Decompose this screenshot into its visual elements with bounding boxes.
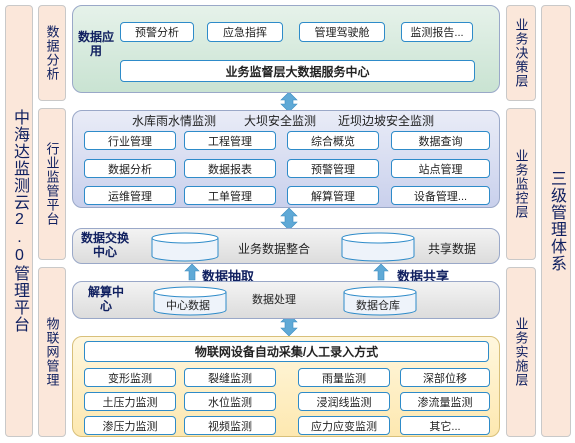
compute-center-title: 解算中心 — [87, 285, 124, 313]
platform-title: 中海达监测云2.0管理平台 — [5, 5, 33, 437]
left-label-data-analysis: 数据分析 — [38, 5, 66, 101]
database-cylinder-icon — [341, 232, 415, 262]
chip-earth-pressure[interactable]: 土压力监测 — [84, 392, 176, 411]
chip-engineering-mgmt[interactable]: 工程管理 — [184, 131, 276, 150]
database-cylinder-icon — [151, 232, 219, 262]
center-data: 中心数据 — [166, 300, 210, 312]
double-arrow-icon — [280, 91, 298, 113]
chip-seepage-flow[interactable]: 渗流量监测 — [400, 392, 490, 411]
chip-ops-mgmt[interactable]: 运维管理 — [84, 186, 176, 205]
data-extraction-label: 数据抽取 — [202, 269, 255, 284]
chip-phreatic-line[interactable]: 浸润线监测 — [298, 392, 390, 411]
chip-data-query[interactable]: 数据查询 — [391, 131, 490, 150]
chip-data-analysis[interactable]: 数据分析 — [84, 159, 176, 178]
big-data-service-center: 业务监督层大数据服务中心 — [120, 60, 475, 82]
right-label-monitoring: 业务监控层 — [506, 108, 536, 260]
data-processing: 数据处理 — [252, 294, 296, 306]
data-sharing-label: 数据共享 — [397, 269, 450, 284]
data-application-title: 数据应用 — [78, 30, 115, 58]
chip-others[interactable]: 其它... — [400, 416, 490, 435]
data-warehouse: 数据仓库 — [356, 300, 400, 312]
chip-monitoring-report[interactable]: 监测报告... — [401, 22, 473, 42]
chip-deformation[interactable]: 变形监测 — [84, 368, 176, 387]
right-label-decision: 业务决策层 — [506, 5, 536, 101]
data-exchange-title: 数据交换中心 — [80, 231, 129, 259]
chip-rainfall[interactable]: 雨量监测 — [298, 368, 390, 387]
left-label-industry-platform: 行业监管平台 — [38, 108, 66, 260]
chip-device-mgmt[interactable]: 设备管理... — [391, 186, 490, 205]
chip-ticket-mgmt[interactable]: 工单管理 — [184, 186, 276, 205]
header-slope: 近坝边坡安全监测 — [338, 114, 435, 128]
chip-industry-mgmt[interactable]: 行业管理 — [84, 131, 176, 150]
left-label-iot-management: 物联网管理 — [38, 267, 66, 437]
chip-stress-strain[interactable]: 应力应变监测 — [298, 416, 390, 435]
chip-video[interactable]: 视频监测 — [184, 416, 276, 435]
chip-deep-displacement[interactable]: 深部位移 — [400, 368, 490, 387]
right-label-implementation: 业务实施层 — [506, 267, 536, 437]
up-arrow-icon — [184, 263, 200, 281]
chip-data-report[interactable]: 数据报表 — [184, 159, 276, 178]
chip-seepage-pressure[interactable]: 渗压力监测 — [84, 416, 176, 435]
management-system-title: 三级管理体系 — [541, 5, 571, 437]
chip-solving-mgmt[interactable]: 解算管理 — [287, 186, 379, 205]
iot-collection-mode: 物联网设备自动采集/人工录入方式 — [84, 341, 489, 362]
compute-center-panel — [72, 281, 500, 319]
data-exchange-panel — [72, 228, 500, 264]
business-data-integration: 业务数据整合 — [238, 242, 311, 256]
chip-crack[interactable]: 裂缝监测 — [184, 368, 276, 387]
chip-water-level[interactable]: 水位监测 — [184, 392, 276, 411]
double-arrow-icon — [280, 207, 298, 231]
chip-emergency-command[interactable]: 应急指挥 — [207, 22, 283, 42]
chip-warning-analysis[interactable]: 预警分析 — [120, 22, 194, 42]
header-reservoir: 水库雨水情监测 — [132, 114, 217, 128]
chip-site-mgmt[interactable]: 站点管理 — [391, 159, 490, 178]
chip-overview[interactable]: 综合概览 — [287, 131, 379, 150]
header-dam: 大坝安全监测 — [244, 114, 317, 128]
shared-data: 共享数据 — [428, 242, 477, 256]
database-cylinder-icon — [153, 286, 227, 316]
up-arrow-icon — [373, 263, 389, 281]
database-cylinder-icon — [343, 286, 417, 316]
chip-management-cockpit[interactable]: 管理驾驶舱 — [299, 22, 385, 42]
chip-warning-mgmt[interactable]: 预警管理 — [287, 159, 379, 178]
